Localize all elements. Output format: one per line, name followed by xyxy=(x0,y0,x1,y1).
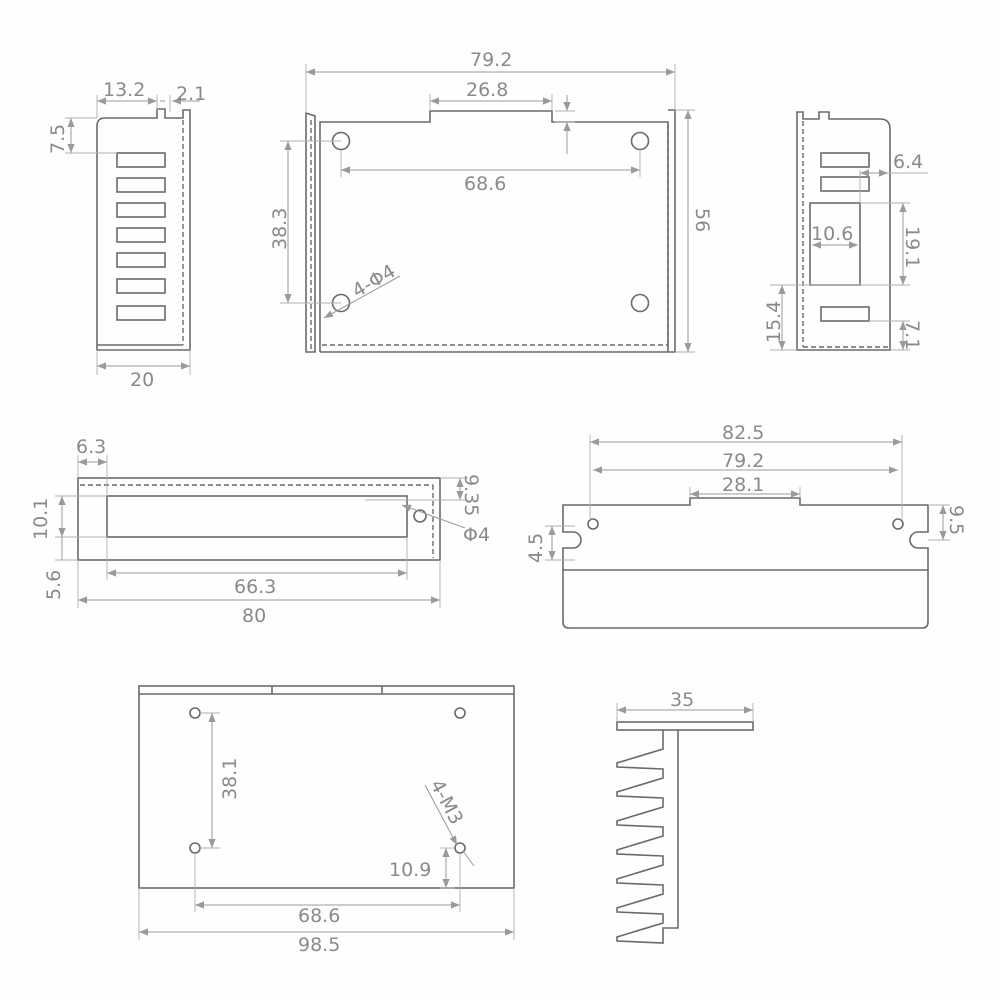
vent-slot xyxy=(116,305,166,321)
dim-9-5: 9.5 xyxy=(945,505,967,535)
side-view: 82.5 79.2 28.1 4.5 9.5 xyxy=(525,422,967,629)
dim-80: 80 xyxy=(242,605,266,627)
vent-slot xyxy=(116,252,166,268)
dim-28-1: 28.1 xyxy=(722,474,764,496)
dim-2-1: 2.1 xyxy=(176,83,206,105)
dim-68-6-bottom: 68.6 xyxy=(298,905,340,927)
dim-82-5: 82.5 xyxy=(722,422,764,444)
dim-5-6: 5.6 xyxy=(43,570,65,600)
label-4-m3-holes: 4-M3 xyxy=(426,776,468,828)
left-end-view: 13.2 2.1 7.5 20 xyxy=(47,79,206,391)
label-d4-hole: Φ4 xyxy=(463,524,490,546)
dim-7-5: 7.5 xyxy=(47,124,69,154)
label-4-holes-d4: 4-Φ4 xyxy=(349,260,400,302)
dim-68-6: 68.6 xyxy=(464,173,506,195)
vent-slot xyxy=(116,227,166,243)
dim-56: 56 xyxy=(691,208,713,232)
vent-slot xyxy=(116,278,166,294)
front-view: 79.2 26.8 68.6 38.3 56 4-Φ4 xyxy=(269,49,713,353)
dim-79-2-side: 79.2 xyxy=(722,450,764,472)
dim-10-1: 10.1 xyxy=(30,498,52,540)
heatsink-view: 35 xyxy=(616,689,754,944)
dim-6-3: 6.3 xyxy=(76,436,106,458)
dim-66-3: 66.3 xyxy=(234,576,276,598)
dim-35: 35 xyxy=(670,689,694,711)
top-view: 6.3 10.1 5.6 66.3 80 9.35 Φ4 xyxy=(30,436,490,627)
dim-7-1: 7.1 xyxy=(901,320,923,350)
dim-19-1: 19.1 xyxy=(901,226,923,268)
dim-6-4: 6.4 xyxy=(893,151,923,173)
dim-38-1: 38.1 xyxy=(219,758,241,800)
dim-4-5: 4.5 xyxy=(525,533,547,563)
dim-98-5: 98.5 xyxy=(298,934,340,956)
dim-15-4: 15.4 xyxy=(763,301,785,343)
dim-79-2: 79.2 xyxy=(470,49,512,71)
dim-10-6: 10.6 xyxy=(811,223,853,245)
dim-20: 20 xyxy=(130,369,154,391)
dim-9-35: 9.35 xyxy=(460,474,482,516)
vent-slot xyxy=(116,177,166,193)
right-end-view: 6.4 10.6 19.1 15.4 7.1 xyxy=(763,111,928,351)
vent-slot xyxy=(116,202,166,218)
dim-38-3: 38.3 xyxy=(269,208,291,250)
dim-13-2: 13.2 xyxy=(103,79,145,101)
bottom-view: 38.1 68.6 98.5 10.9 4-M3 xyxy=(138,685,515,956)
vent-slot xyxy=(116,152,166,168)
heatsink-fins xyxy=(616,730,679,944)
dim-10-9: 10.9 xyxy=(389,859,431,881)
dim-26-8: 26.8 xyxy=(466,79,508,101)
